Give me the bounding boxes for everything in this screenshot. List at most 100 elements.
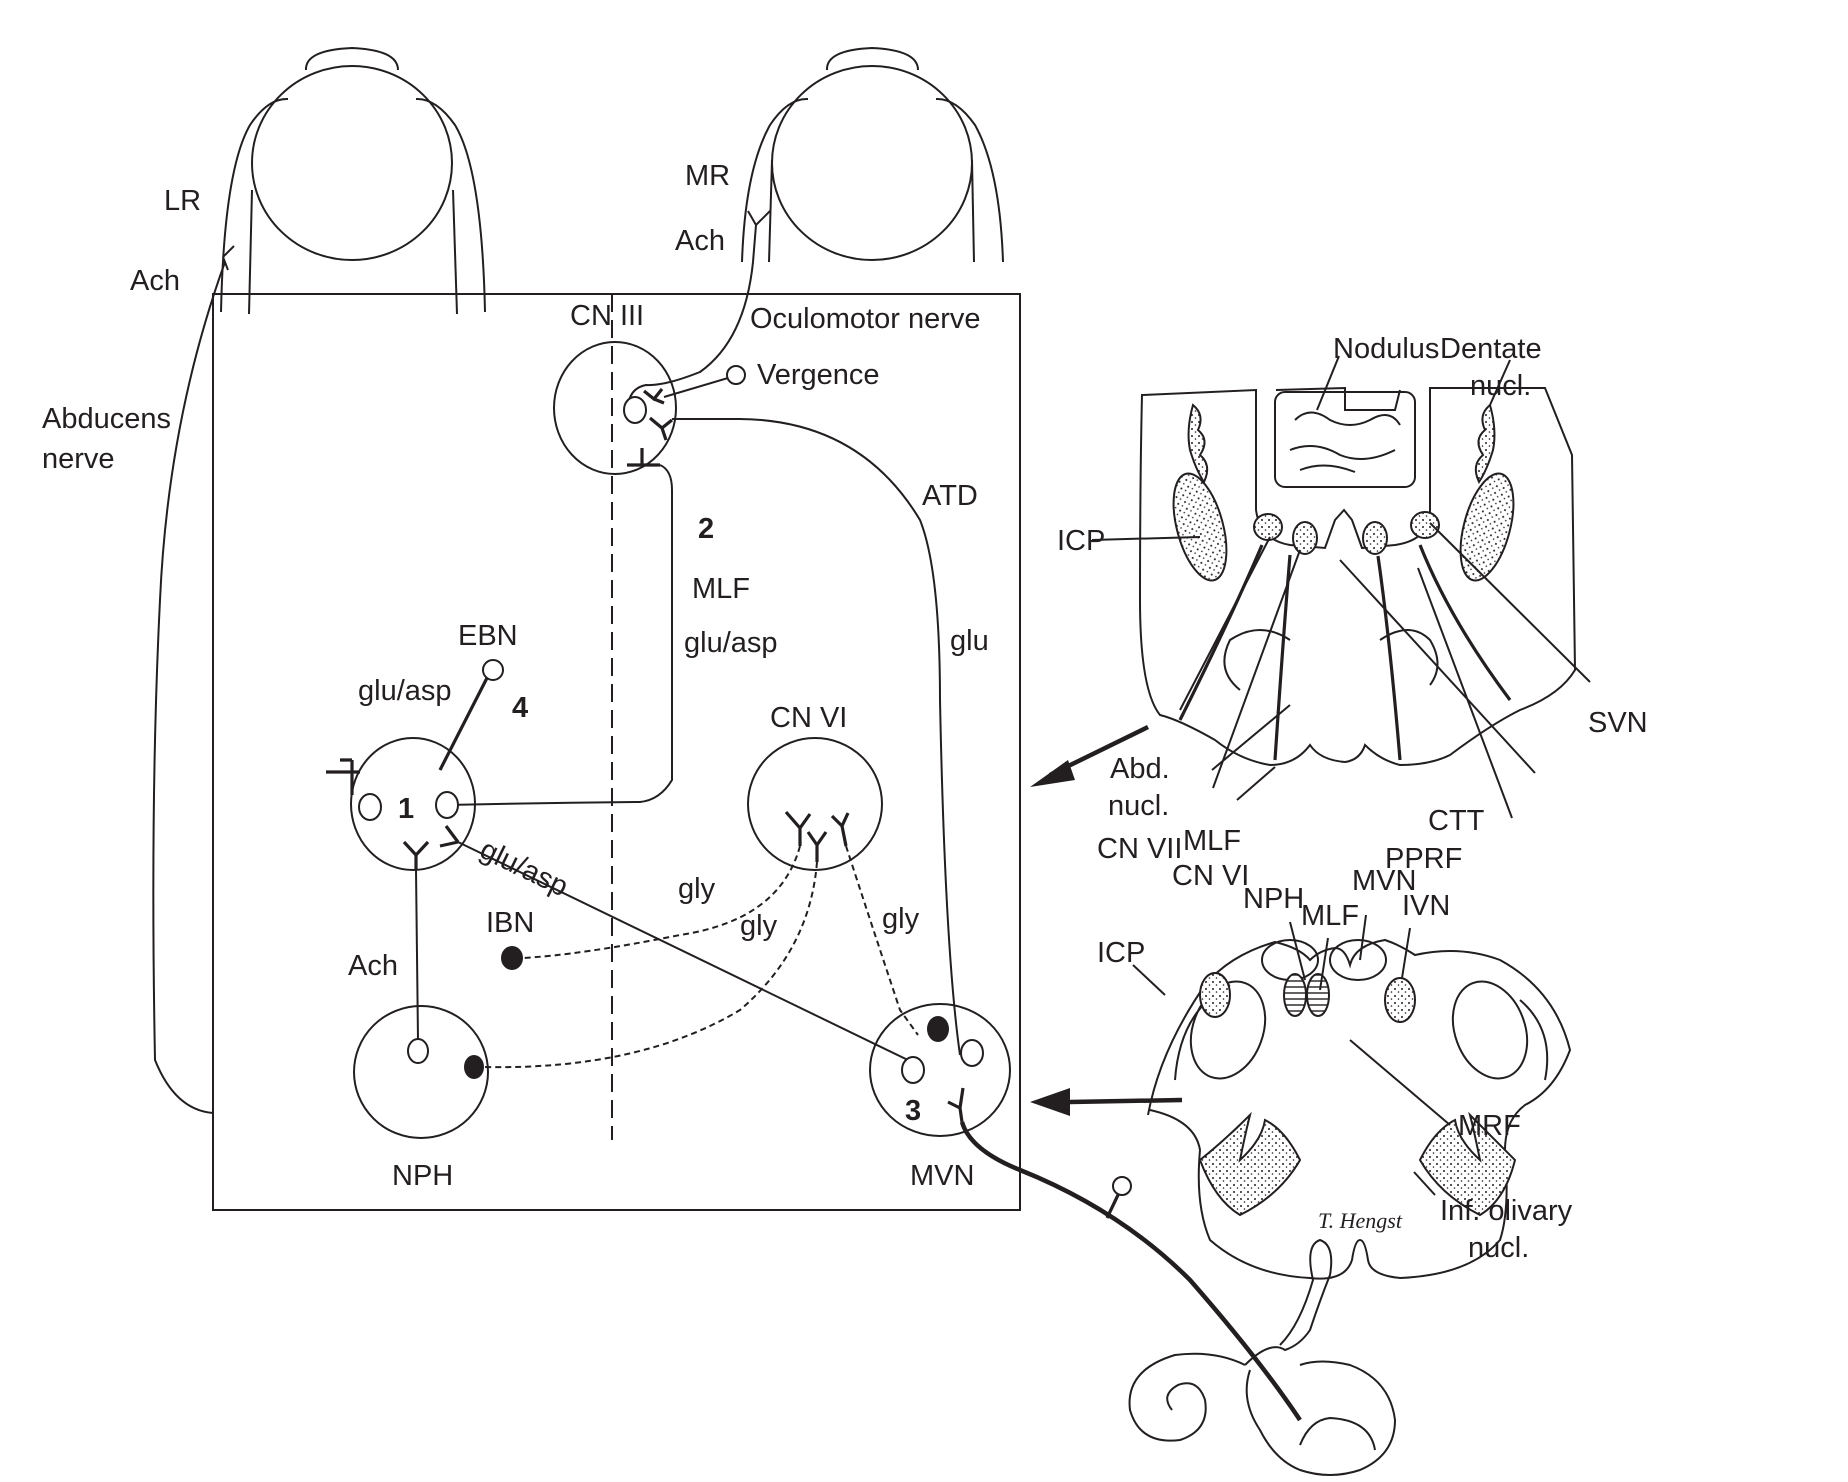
number-4: 4 [512,692,528,724]
fiber-tracts [1178,544,1512,761]
oculomotor-nerve-label: Oculomotor nerve [750,303,981,335]
abducens-nerve-path [152,261,226,1114]
cn3-vergence-synapse-icon [643,388,665,405]
abd-nucl-label-2: nucl. [1108,790,1169,822]
illustrator-signature: T. Hengst [1318,1208,1403,1233]
dentate-right [1474,403,1496,485]
ibn-gly-pathway [521,845,801,959]
n1-to-nph-pathway [415,869,419,1041]
gly-label-1: gly [678,873,716,905]
n1-to-mvn-pathway [457,841,913,1063]
nph-cholinergic-neuron [407,1038,429,1064]
ctt-label: CTT [1428,805,1485,837]
left-lr-muscle-outer [220,97,289,313]
pons-mlf-label: MLF [1183,825,1241,857]
ibn-neuron [501,946,523,970]
nph-label: NPH [392,1160,453,1192]
abducens-nucleus-left [1253,513,1283,541]
n1-mvn-synapse-icon [439,825,460,848]
oculomotor-nerve-path [627,261,754,407]
medulla-mvn-label: MVN [1352,865,1416,897]
mlf-left [1292,521,1318,555]
cn3-motoneuron [623,396,647,424]
cn3-label: CN III [570,300,644,332]
mvn-inhibitory-neuron [927,1016,949,1042]
medulla-arrow [1069,1097,1183,1105]
right-eye: MR Ach [675,46,1004,263]
medulla-icp-left [1189,980,1267,1080]
medulla-mlf-label: MLF [1301,900,1359,932]
inner-ear-labyrinth [1128,1238,1397,1476]
pons-cn6-label: CN VI [1172,860,1249,892]
mvn-neuron-1 [901,1056,925,1084]
mlf-pathway [445,464,673,806]
svn-label: SVN [1588,707,1648,739]
nodulus-outline [1274,391,1416,488]
medulla-icp-right [1451,980,1529,1080]
ibn-label: IBN [486,907,534,939]
right-mr-muscle-outer [741,97,809,263]
left-eyeball [251,65,453,261]
inf-olivary-label-2: nucl. [1468,1232,1529,1264]
mvn-nucleus-3 [869,1003,1011,1137]
mr-label: MR [685,160,730,192]
mvn-neuron-2 [960,1039,984,1067]
mvn-right [1329,939,1387,981]
mlf-label: MLF [692,573,750,605]
mlf-right [1362,521,1388,555]
ebn-neuron [482,659,504,681]
pons-cross-section [1091,355,1591,819]
inferior-olive-left [1198,1111,1302,1217]
abducens-nerve-label-2: nerve [42,443,115,475]
left-eye: LR Ach [130,46,486,315]
nph-nucleus [353,1005,489,1139]
nph-ach-label: Ach [348,950,398,982]
nph-section [1283,973,1307,1017]
abducens-nucleus-right [1410,511,1440,539]
atd-pathway [672,418,961,1056]
cn6-nucleus [747,737,883,871]
atd-label: ATD [922,480,978,512]
medulla-nph-label: NPH [1243,883,1304,915]
cn7-label: CN VII [1097,833,1182,865]
vestibular-ganglion-cell [1112,1176,1132,1196]
right-synapse-icon [747,210,771,263]
abducens-nucleus-1 [326,737,476,871]
abducens-motoneuron [358,793,382,821]
right-cornea [825,46,919,71]
medulla-arrow-head-icon [1030,1088,1070,1116]
abd-nucl-label-1: Abd. [1110,753,1170,785]
atd-transmitter-label: glu [950,625,989,657]
ivn-right [1384,977,1416,1023]
nodulus-folia [1289,411,1401,473]
medulla-icp-label: ICP [1097,937,1145,969]
dentate-left [1187,403,1209,485]
vergence-label: Vergence [757,359,880,391]
ebn-transmitter-label: glu/asp [358,675,452,707]
ivn-label: IVN [1402,890,1450,922]
gly-label-3: gly [882,903,920,935]
abducens-nerve-label-1: Abducens [42,403,171,435]
number-2: 2 [698,513,714,545]
pprf-label: PPRF [1385,843,1462,875]
inferior-olive-right [1418,1111,1517,1217]
cn3-mlf-synapse-icon [627,448,660,467]
right-eyeball [771,65,973,261]
ivn-left [1199,972,1231,1018]
icp-left [1172,472,1228,582]
left-ach-label: Ach [130,265,180,297]
left-cornea [304,46,399,71]
ebn-label: EBN [458,620,518,652]
pons-icp-label: ICP [1057,525,1105,557]
dentate-label-2: nucl. [1470,370,1531,402]
medulla-cross-section [1132,914,1572,1280]
number-1: 1 [398,793,414,825]
mlf-section [1306,973,1330,1017]
n1-nph-synapse-icon [402,840,430,870]
nodulus-label: Nodulus [1333,333,1439,365]
brainstem-schematic-frame [212,293,1021,1211]
pons-arrow-head-icon [1030,760,1075,787]
mrf-label: MRF [1458,1110,1521,1142]
nph-gly-pathway [484,861,818,1069]
